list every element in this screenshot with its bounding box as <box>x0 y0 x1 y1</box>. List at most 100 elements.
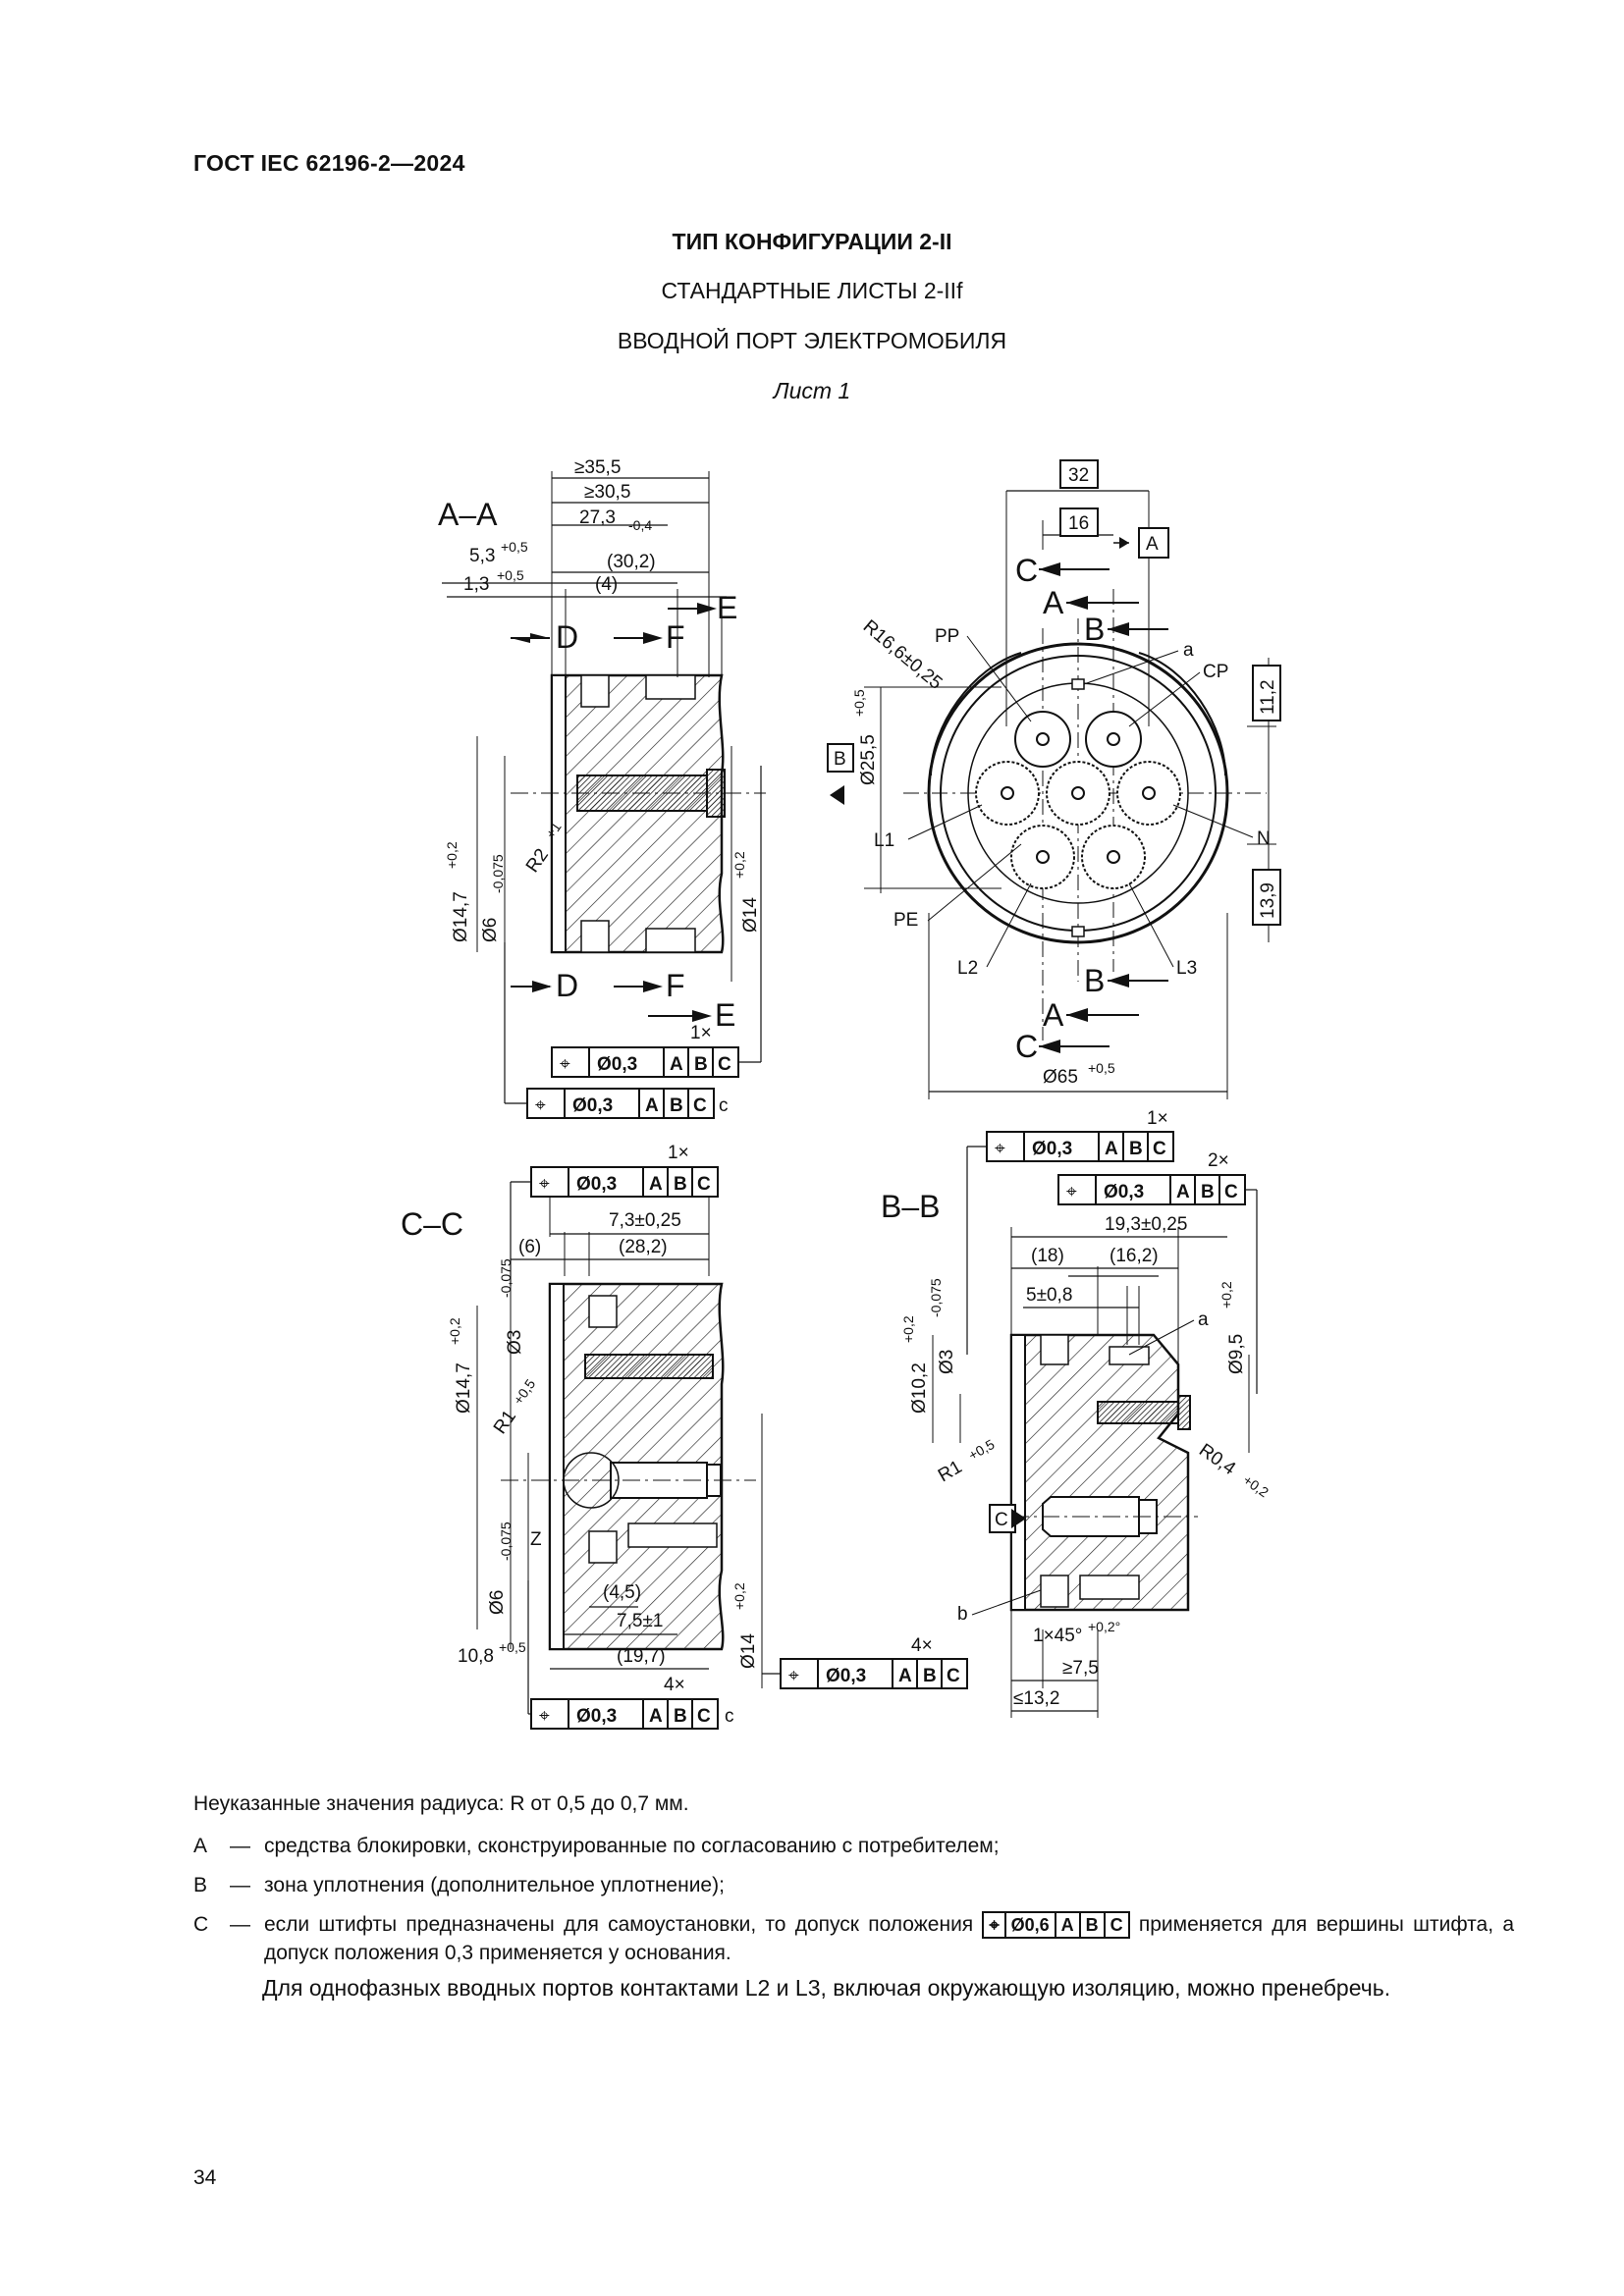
front-dim-32: 32 <box>1068 465 1089 486</box>
pin-pe: PE <box>893 910 918 931</box>
aa-section-f-top: F <box>666 619 685 655</box>
legend-dash-b: — <box>230 1874 250 1896</box>
aa-section-f-bottom: F <box>666 968 685 1003</box>
bb-dim-r04: R0,4 <box>1195 1440 1239 1479</box>
title-sheet-number: Лист 1 <box>773 378 851 403</box>
aa-dim-4-tol: +0,5 <box>501 539 528 555</box>
aa-section-e-bottom: E <box>715 997 735 1033</box>
aa-dim-1: ≥35,5 <box>574 457 621 478</box>
svg-text:C: C <box>718 1054 731 1075</box>
section-cc-label: C–C <box>401 1206 463 1242</box>
svg-text:Ø0,3: Ø0,3 <box>572 1095 613 1116</box>
cc-dim-75: 7,5±1 <box>617 1611 663 1631</box>
cc-dim-r1-tol: +0,5 <box>510 1376 538 1408</box>
cc-dim-d14: Ø14 <box>738 1633 759 1669</box>
svg-text:B: B <box>923 1666 937 1686</box>
aa-dim-d14: Ø14 <box>740 897 761 933</box>
paragraph-single-phase: Для однофазных вводных портов контактами… <box>262 1975 1391 2001</box>
legend-text-b: зона уплотнения (дополнительное уплотнен… <box>264 1874 725 1896</box>
aa-section-d-top: D <box>556 619 578 655</box>
pin-l1: L1 <box>874 830 894 851</box>
title-configuration: ТИП КОНФИГУРАЦИИ 2-II <box>672 229 952 254</box>
title-standard-sheets: СТАНДАРТНЫЕ ЛИСТЫ 2-IIf <box>661 278 963 303</box>
page-number: 34 <box>193 2166 217 2189</box>
pins <box>975 711 1181 889</box>
svg-text:C: C <box>1153 1139 1166 1159</box>
svg-text:A: A <box>1176 1182 1190 1202</box>
front-dim-d255: Ø25,5 <box>858 734 879 785</box>
front-section-a-bottom: A <box>1043 997 1064 1033</box>
bb-dim-2: (18) <box>1031 1246 1064 1266</box>
title-inlet-port: ВВОДНОЙ ПОРТ ЭЛЕКТРОМОБИЛЯ <box>617 328 1007 353</box>
svg-text:A: A <box>649 1706 663 1727</box>
cc-dim-108: 10,8 <box>458 1646 494 1667</box>
svg-text:Ø0,3: Ø0,3 <box>576 1706 617 1727</box>
aa-dim-2: ≥30,5 <box>584 482 630 503</box>
cc-dim-r1: R1 <box>490 1407 520 1438</box>
front-datum-a: A <box>1146 534 1159 555</box>
svg-text:B: B <box>670 1095 683 1116</box>
bb-dim-4: 5±0,8 <box>1026 1285 1072 1306</box>
cc-dim-45: (4,5) <box>603 1582 641 1603</box>
legend-key-b: B <box>193 1874 208 1896</box>
cc-dim-d6-tol: -0,075 <box>498 1522 514 1561</box>
cc-dim-d3-tol: -0,075 <box>498 1258 514 1298</box>
aa-dim-6-tol: +0,5 <box>497 567 524 583</box>
svg-text:Ø0,3: Ø0,3 <box>826 1666 866 1686</box>
cc-fcf2: ⌖ Ø0,3 A B C c <box>530 1698 734 1730</box>
aa-dim-6: 1,3 <box>463 574 489 595</box>
svg-text:C: C <box>693 1095 707 1116</box>
svg-text:B: B <box>674 1174 687 1195</box>
svg-text:Ø0,3: Ø0,3 <box>576 1174 617 1195</box>
cc-z: Z <box>530 1529 542 1550</box>
bb-dim-d102: Ø10,2 <box>909 1362 930 1414</box>
front-dim-d65: Ø65 <box>1043 1067 1078 1088</box>
bb-fcf1: ⌖ Ø0,3 A B C <box>986 1131 1174 1162</box>
legend-item-b: B — зона уплотнения (дополнительное упло… <box>193 1871 1514 1899</box>
svg-text:⌖: ⌖ <box>539 1706 550 1727</box>
cc-fcf3: ⌖ Ø0,3 A B C <box>780 1658 968 1689</box>
section-aa-label: A–A <box>438 497 498 532</box>
bb-dim-r1: R1 <box>935 1457 966 1486</box>
cc-dim-d147-tol: +0,2 <box>447 1317 462 1345</box>
technical-drawing: A–A ≥35,5 ≥30,5 27,3 -0,4 5,3 +0,5 (30,2… <box>401 457 1281 1730</box>
svg-text:Ø0,3: Ø0,3 <box>1104 1182 1144 1202</box>
front-section-b-bottom: B <box>1084 963 1105 998</box>
front-dim-16: 16 <box>1068 513 1089 534</box>
cc-fcf3-count: 4× <box>911 1635 933 1656</box>
cc-dim-108-tol: +0,5 <box>499 1639 526 1655</box>
svg-text:B: B <box>674 1706 687 1727</box>
bb-datum-c: C <box>995 1510 1008 1530</box>
legend-dash-c: — <box>230 1913 250 1936</box>
front-section-a-top: A <box>1043 585 1064 620</box>
bb-dim-3: (16,2) <box>1110 1246 1159 1266</box>
cc-dim-d3: Ø3 <box>505 1330 525 1355</box>
aa-section-d-bottom: D <box>556 968 578 1003</box>
aa-dim-d147-tol: +0,2 <box>444 841 460 869</box>
bb-dim-d3-tol: -0,075 <box>928 1278 944 1317</box>
front-dim-112: 11,2 <box>1258 679 1278 715</box>
bb-dim-d102-tol: +0,2 <box>900 1315 916 1343</box>
bb-mark-b: b <box>957 1604 968 1625</box>
aa-dim-d6-tol: -0,075 <box>490 854 506 893</box>
svg-text:⌖: ⌖ <box>788 1666 799 1686</box>
svg-text:c: c <box>725 1706 734 1727</box>
aa-dim-7: (4) <box>595 574 618 595</box>
svg-text:⌖: ⌖ <box>1066 1182 1077 1202</box>
svg-text:⌖: ⌖ <box>535 1095 546 1116</box>
front-datum-b: B <box>834 749 846 770</box>
pin-cp: CP <box>1203 662 1228 682</box>
svg-text:⌖: ⌖ <box>560 1054 570 1075</box>
svg-text:A: A <box>649 1174 663 1195</box>
bb-dim-r04-tol: +0,2 <box>1240 1471 1272 1500</box>
front-section-c-bottom: C <box>1015 1029 1038 1064</box>
legend-key-a: A <box>193 1835 208 1857</box>
bb-fcf2: ⌖ Ø0,3 A B C <box>1057 1174 1246 1205</box>
aa-dim-d14-tol: +0,2 <box>731 851 747 879</box>
pin-l3: L3 <box>1176 958 1197 979</box>
aa-section-e-top: E <box>717 590 737 625</box>
section-bb-label: B–B <box>881 1189 940 1224</box>
pin-pp: PP <box>935 626 959 647</box>
front-section-c-top: C <box>1015 553 1038 588</box>
